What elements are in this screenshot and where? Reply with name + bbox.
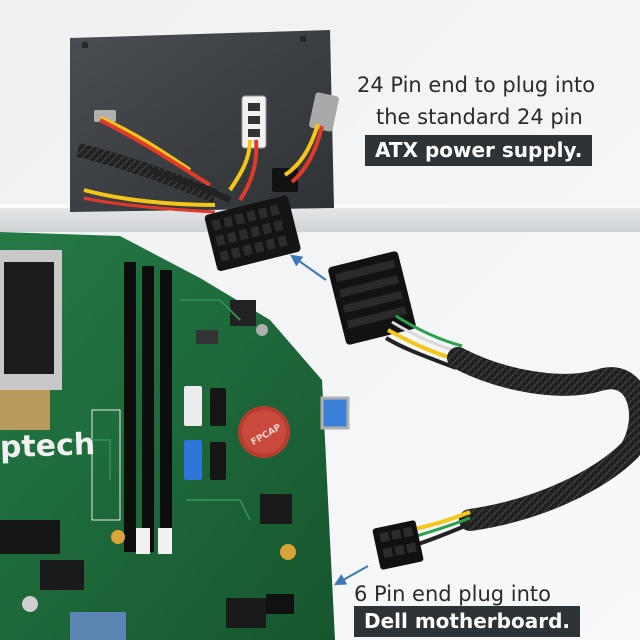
- psu-24pin-connector: [204, 195, 301, 271]
- top-caption-line2: the standard 24 pin: [376, 105, 583, 129]
- bottom-caption-line2: Dell motherboard.: [354, 606, 580, 637]
- shelf: [0, 208, 640, 232]
- adapter-6pin-connector: [372, 520, 424, 570]
- bottom-caption-line1: 6 Pin end plug into: [354, 582, 551, 606]
- motherboard: [0, 232, 350, 640]
- adapter-24pin-connector: [328, 251, 416, 345]
- power-supply-unit: [70, 30, 339, 214]
- board-brand-text: ptech: [0, 427, 96, 465]
- arrow-to-psu: [290, 254, 327, 281]
- braided-cable: [447, 347, 640, 531]
- top-caption-line1: 24 Pin end to plug into: [357, 73, 596, 97]
- top-caption-line3: ATX power supply.: [365, 135, 593, 166]
- arrow-to-motherboard: [333, 565, 369, 586]
